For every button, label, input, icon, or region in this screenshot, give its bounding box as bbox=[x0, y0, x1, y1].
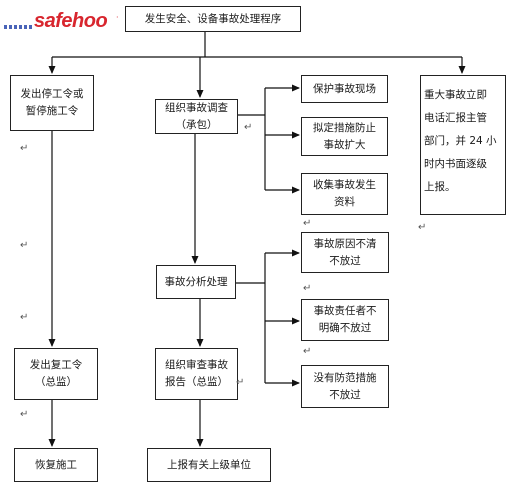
return-mark: ↵ bbox=[20, 240, 29, 251]
logo-bar-icon bbox=[4, 25, 34, 29]
logo-word: safehoo bbox=[34, 10, 108, 32]
node-responsible-unclear: 事故责任者不 明确不放过 bbox=[301, 299, 389, 341]
node-cause-unclear: 事故原因不清 不放过 bbox=[301, 232, 389, 273]
return-mark: ↵ bbox=[303, 283, 312, 294]
node-protect-site: 保护事故现场 bbox=[301, 75, 388, 103]
node-report-major: 重大事故立即 电话汇报主管 部门，并 24 小 时内书面逐级 上报。 bbox=[420, 75, 506, 215]
node-collect-data: 收集事故发生 资料 bbox=[301, 173, 388, 215]
return-mark: ↵ bbox=[244, 122, 253, 133]
node-stop-work: 发出停工令或 暂停施工令 bbox=[10, 75, 94, 131]
return-mark: ↵ bbox=[303, 218, 312, 229]
node-review-report: 组织审查事故 报告（总监） bbox=[155, 348, 238, 400]
return-mark: ↵ bbox=[236, 377, 245, 388]
node-top: 发生安全、设备事故处理程序 bbox=[125, 6, 301, 32]
node-resume-order: 发出复工令 （总监） bbox=[14, 348, 98, 400]
node-no-measures: 没有防范措施 不放过 bbox=[301, 365, 389, 408]
node-report-up: 上报有关上级单位 bbox=[147, 448, 271, 482]
return-mark: ↵ bbox=[418, 222, 427, 233]
node-prevent-spread: 拟定措施防止 事故扩大 bbox=[301, 117, 388, 156]
return-mark: ↵ bbox=[20, 143, 29, 154]
logo-dots-icon: · bbox=[116, 13, 119, 22]
node-analysis: 事故分析处理 bbox=[156, 265, 236, 299]
node-investigate: 组织事故调查 （承包） bbox=[155, 99, 238, 134]
node-resume-work: 恢复施工 bbox=[14, 448, 98, 482]
return-mark: ↵ bbox=[20, 312, 29, 323]
return-mark: ↵ bbox=[303, 346, 312, 357]
return-mark: ↵ bbox=[20, 409, 29, 420]
safehoo-logo: safehoo · bbox=[4, 8, 124, 36]
